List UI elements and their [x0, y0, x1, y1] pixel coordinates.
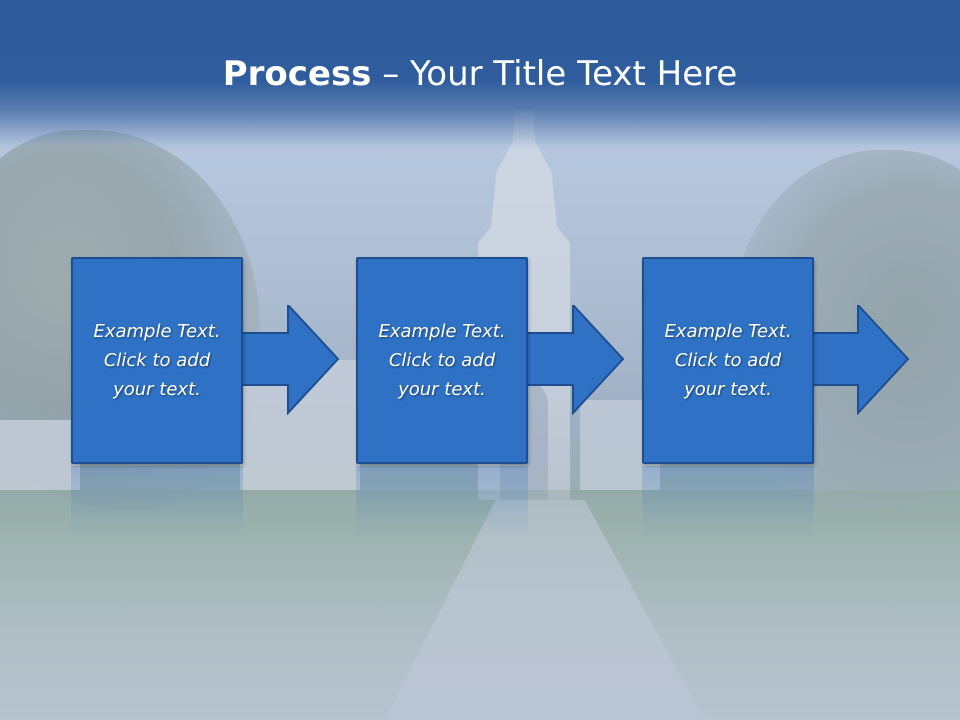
process-step-2-text: Example Text. Click to add your text.	[378, 321, 506, 400]
title-rest-text: – Your Title Text Here	[371, 54, 738, 94]
slide-title[interactable]: Process – Your Title Text Here	[0, 50, 960, 98]
process-step-1[interactable]: Example Text. Click to add your text.	[71, 257, 243, 464]
process-step-1-reflection	[71, 466, 243, 536]
title-bold-text: Process	[222, 54, 372, 94]
building-left	[0, 420, 80, 490]
process-step-2[interactable]: Example Text. Click to add your text.	[356, 257, 528, 464]
arrow-right-icon	[240, 305, 340, 415]
arrow-right-icon	[810, 305, 910, 415]
arrow-right-icon	[525, 305, 625, 415]
process-step-3-text: Example Text. Click to add your text.	[664, 321, 792, 400]
process-step-2-reflection	[356, 466, 528, 536]
process-step-3[interactable]: Example Text. Click to add your text.	[642, 257, 814, 464]
title-band	[0, 0, 960, 150]
process-step-1-text: Example Text. Click to add your text.	[93, 321, 221, 400]
process-step-3-reflection	[642, 466, 814, 536]
